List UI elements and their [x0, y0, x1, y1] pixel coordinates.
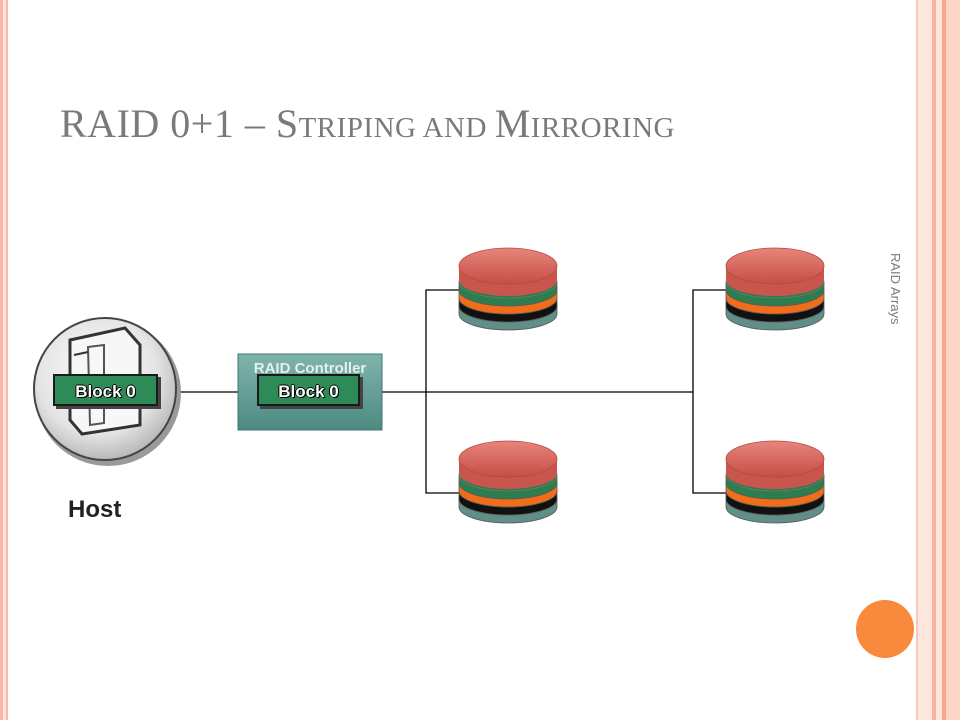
- controller-block-0: Block 0: [257, 374, 360, 406]
- connection-lines: [170, 289, 727, 494]
- disk-group: [458, 247, 825, 524]
- right-decorative-stripes: [916, 0, 960, 720]
- side-note: RAID Arrays: [888, 253, 903, 325]
- disk-bottom-left-icon: [458, 440, 558, 524]
- line-left-mirror-pair: [425, 289, 460, 494]
- line-right-mirror-pair: [692, 289, 727, 494]
- title-part-1: RAID 0+1 – S: [60, 101, 299, 146]
- left-border: [0, 0, 10, 720]
- title-part-2: TRIPING AND: [298, 112, 495, 144]
- host-label: Host: [68, 496, 122, 523]
- orange-accent-circle: [856, 600, 914, 658]
- disk-top-right-icon: [725, 247, 825, 331]
- slide-title: RAID 0+1 – STRIPING AND MIRRORING: [60, 100, 675, 147]
- host-block-0: Block 0: [53, 374, 158, 406]
- title-part-3: M: [494, 101, 531, 146]
- title-part-4: IRRORING: [530, 112, 675, 144]
- controller-label: RAID Controller: [253, 360, 367, 377]
- disk-top-left-icon: [458, 247, 558, 331]
- disk-bottom-right-icon: [725, 440, 825, 524]
